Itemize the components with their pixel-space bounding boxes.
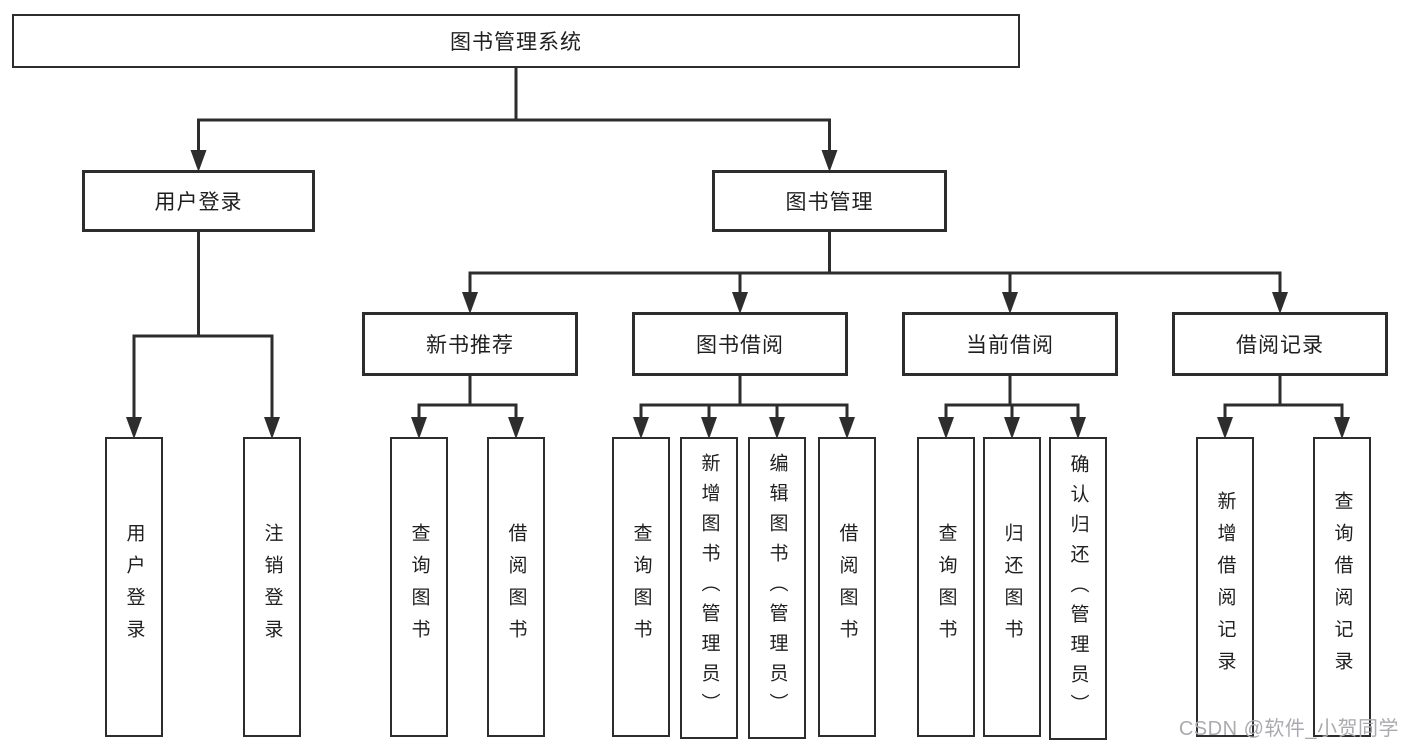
node-book-borrow: 图书借阅 [632,312,848,376]
node-label: 新书推荐 [426,334,514,357]
node-leaf-add-book: 新增图书（管理员） [680,437,738,739]
node-leaf-user-login: 用户登录 [105,437,163,737]
node-current-borrow: 当前借阅 [902,312,1118,376]
node-label: 查询图书 [630,523,652,651]
node-leaf-borrow-book-2: 借阅图书 [818,437,876,737]
node-label: 归还图书 [1001,523,1023,651]
node-label: 图书借阅 [696,334,784,357]
node-root: 图书管理系统 [12,14,1020,68]
node-label: 注销登录 [261,523,283,651]
node-new-book: 新书推荐 [362,312,578,376]
node-label: 编辑图书（管理员） [766,453,788,723]
node-label: 确认归还（管理员） [1067,453,1089,724]
node-leaf-return-book: 归还图书 [983,437,1041,737]
node-book-mgmt: 图书管理 [712,170,947,232]
node-label: 新增借阅记录 [1214,491,1236,683]
node-leaf-query-record: 查询借阅记录 [1313,437,1371,737]
node-leaf-edit-book: 编辑图书（管理员） [748,437,806,739]
node-label: 查询图书 [935,523,957,651]
node-label: 查询图书 [408,523,430,651]
node-label: 借阅图书 [836,523,858,651]
node-leaf-confirm-return: 确认归还（管理员） [1049,437,1107,740]
node-label: 用户登录 [154,191,243,214]
node-leaf-query-book-1: 查询图书 [390,437,448,737]
node-leaf-borrow-book-1: 借阅图书 [487,437,545,737]
node-leaf-add-record: 新增借阅记录 [1196,437,1254,737]
node-leaf-query-book-3: 查询图书 [917,437,975,737]
node-borrow-record: 借阅记录 [1172,312,1388,376]
node-label: 新增图书（管理员） [698,453,720,723]
node-label: 用户登录 [123,523,145,651]
node-label: 借阅图书 [505,523,527,651]
node-label: 查询借阅记录 [1331,491,1353,683]
node-leaf-logout: 注销登录 [243,437,301,737]
node-label: 图书管理系统 [450,31,582,54]
node-label: 借阅记录 [1236,334,1324,357]
node-label: 当前借阅 [966,334,1054,357]
node-label: 图书管理 [785,191,874,214]
node-leaf-query-book-2: 查询图书 [612,437,670,737]
node-user-login: 用户登录 [82,170,315,232]
watermark: CSDN @软件_小贺同学 [1178,718,1399,740]
